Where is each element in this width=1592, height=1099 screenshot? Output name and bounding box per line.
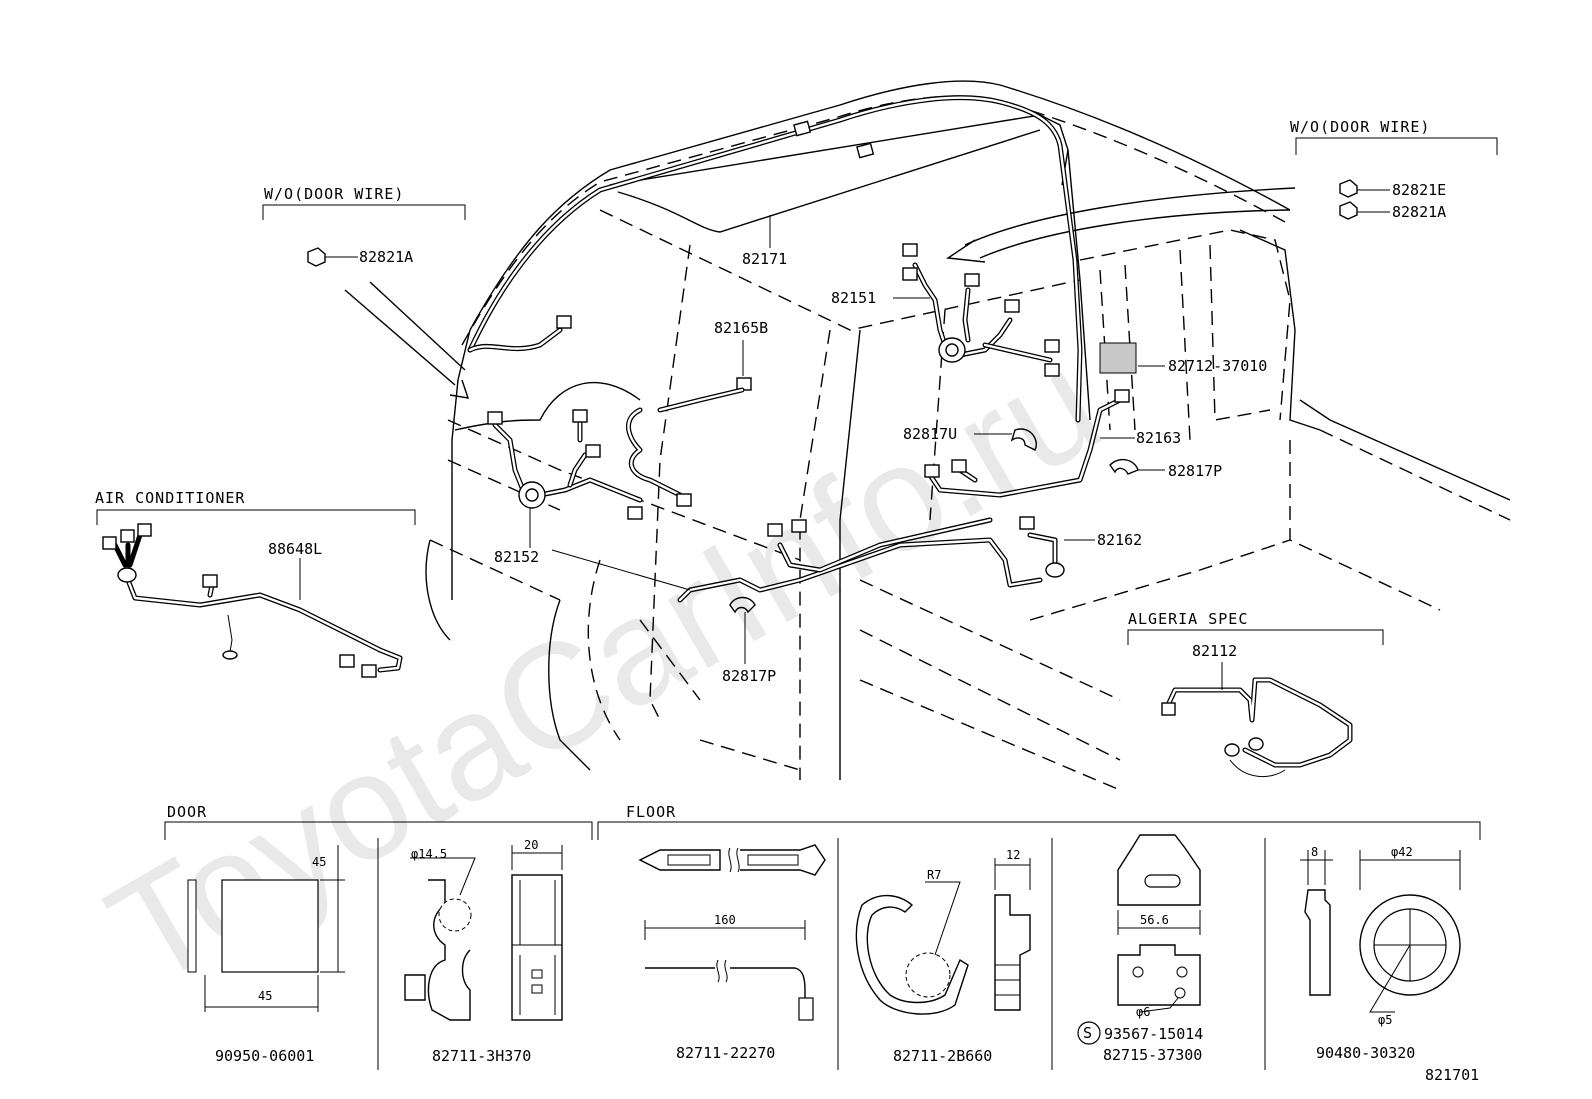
part-label-82821a-left: 82821A: [359, 248, 413, 266]
harness-82163: [924, 389, 1130, 498]
part-label-82711-2b660: 82711-2B660: [893, 1047, 992, 1065]
dim-82715-37300-hole: φ6: [1136, 1005, 1150, 1019]
detail-90950-06001: [187, 845, 345, 1012]
section-label-wo-door-wire-left: W/O(DOOR WIRE): [264, 185, 404, 203]
section-label-air-conditioner: AIR CONDITIONER: [95, 489, 245, 507]
arrow-left: [344, 281, 470, 399]
pad-82712: [1099, 342, 1137, 374]
roof-harness-82171: [467, 95, 1083, 423]
section-brackets: [96, 137, 1498, 840]
part-label-82715-37300: 82715-37300: [1103, 1046, 1202, 1064]
dim-90480-diameter: φ42: [1391, 845, 1413, 859]
part-label-82711-22270: 82711-22270: [676, 1044, 775, 1062]
detail-82715-37300: [1077, 834, 1201, 1045]
figure-number: 821701: [1425, 1066, 1479, 1084]
dim-82711-2b660-width: 12: [1006, 848, 1020, 862]
part-label-82821e: 82821E: [1392, 181, 1446, 199]
part-label-90480-30320: 90480-30320: [1316, 1044, 1415, 1062]
dim-90950-width: 45: [258, 989, 272, 1003]
harness-82112: [1161, 677, 1353, 778]
arrow-right: [946, 187, 1296, 263]
part-label-82165b: 82165B: [714, 319, 768, 337]
part-label-82163: 82163: [1136, 429, 1181, 447]
part-label-82171: 82171: [742, 250, 787, 268]
dim-82711-3h370-diameter: φ14.5: [411, 847, 447, 861]
part-label-93567-15014: 93567-15014: [1104, 1025, 1203, 1043]
part-label-82151: 82151: [831, 289, 876, 307]
part-label-82711-3h370: 82711-3H370: [432, 1047, 531, 1065]
dim-82711-2b660-radius: R7: [927, 868, 941, 882]
harness-82151: [902, 243, 1060, 377]
dim-90480-thickness: 8: [1311, 845, 1318, 859]
dim-82711-22270-length: 160: [714, 913, 736, 927]
leaders: [299, 179, 1390, 690]
dim-82715-37300-width: 56.6: [1140, 913, 1169, 927]
part-label-90950-06001: 90950-06001: [215, 1047, 314, 1065]
section-label-door: DOOR: [167, 803, 207, 821]
detail-dividers: [377, 838, 1266, 1070]
part-label-82112: 82112: [1192, 642, 1237, 660]
bolt-symbol-s: S: [1083, 1024, 1092, 1042]
dim-82711-3h370-width: 20: [524, 838, 538, 852]
harness-82152: [454, 315, 752, 520]
harness-88648l: [102, 523, 403, 678]
detail-82711-22270: [638, 844, 826, 1021]
clamps: [729, 428, 1139, 614]
section-label-wo-door-wire-right: W/O(DOOR WIRE): [1290, 118, 1430, 136]
dim-90950-height: 45: [312, 855, 326, 869]
harness-82162: [677, 516, 1065, 603]
part-label-82817u: 82817U: [903, 425, 957, 443]
part-label-88648l: 88648L: [268, 540, 322, 558]
section-label-algeria-spec: ALGERIA SPEC: [1128, 610, 1248, 628]
part-label-82162: 82162: [1097, 531, 1142, 549]
detail-90480-30320: [1300, 850, 1461, 1013]
part-label-82817p-center: 82817P: [722, 667, 776, 685]
part-label-82712-37010: 82712-37010: [1168, 357, 1267, 375]
detail-82711-3h370: [404, 845, 563, 1021]
detail-82711-2b660: [855, 858, 1031, 1015]
section-label-floor: FLOOR: [626, 803, 676, 821]
part-label-82152: 82152: [494, 548, 539, 566]
dim-90480-hole: φ5: [1378, 1013, 1392, 1027]
part-label-82817p-right: 82817P: [1168, 462, 1222, 480]
part-label-82821a-right: 82821A: [1392, 203, 1446, 221]
